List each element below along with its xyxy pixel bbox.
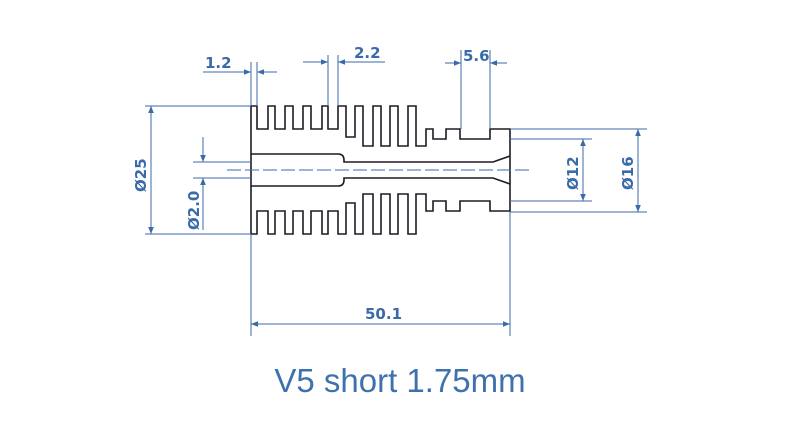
svg-text:Ø16: Ø16 (619, 156, 637, 190)
dim-outer-diameter: Ø25 (132, 105, 251, 235)
svg-text:1.2: 1.2 (205, 54, 232, 72)
svg-text:50.1: 50.1 (365, 305, 402, 323)
dim-collar-diameter: Ø16 (510, 128, 647, 213)
dim-fin-gap: 2.2 (303, 44, 385, 106)
svg-text:Ø2.0: Ø2.0 (185, 191, 203, 230)
dim-neck-diameter: Ø12 (510, 138, 592, 202)
heatsink-outline (250, 105, 511, 235)
svg-text:Ø25: Ø25 (132, 158, 150, 192)
svg-text:2.2: 2.2 (354, 44, 381, 62)
drawing-title: V5 short 1.75mm (274, 362, 526, 399)
bore (227, 153, 530, 187)
svg-text:Ø12: Ø12 (564, 156, 582, 190)
dim-bore-diameter: Ø2.0 (185, 137, 251, 230)
dim-fin-thickness: 1.2 (203, 54, 277, 106)
dim-total-length: 50.1 (250, 212, 511, 336)
dim-collar-width: 5.6 (445, 47, 507, 129)
svg-text:5.6: 5.6 (463, 47, 490, 65)
